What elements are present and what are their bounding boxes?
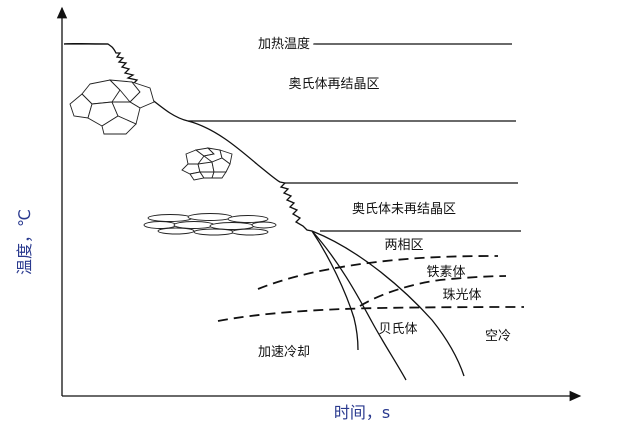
pearlite-label: 珠光体	[442, 288, 481, 303]
x-axis-label: 时间，s	[334, 403, 390, 422]
accelerated-cooling-curve	[311, 230, 359, 351]
fine-grains-sketch	[181, 147, 233, 181]
pearlite-start-dashed-curve	[359, 275, 507, 307]
non-recrystallization-zone-label: 奥氏体未再结晶区	[352, 202, 456, 217]
y-axis-label: 温度，℃	[15, 209, 34, 275]
air-cooling-curve-2	[311, 230, 465, 377]
bainite-start-dashed-curve	[217, 306, 525, 322]
recrystallization-zone-label: 奥氏体再结晶区	[288, 77, 379, 92]
two-phase-zone-label: 两相区	[384, 238, 423, 253]
air-cooling-label: 空冷	[485, 329, 511, 344]
accelerated-cooling-label: 加速冷却	[258, 345, 310, 360]
heating-temperature-label: 加热温度	[258, 36, 310, 52]
process-curve	[64, 43, 313, 232]
air-cooling-curve-1	[311, 230, 407, 381]
recrystallized-grains-sketch	[69, 79, 155, 135]
ferrite-label: 铁素体	[426, 265, 465, 280]
bainite-label: 贝氏体	[378, 322, 417, 337]
elongated-grains-sketch	[143, 213, 277, 236]
ferrite-start-dashed-curve	[257, 255, 499, 290]
